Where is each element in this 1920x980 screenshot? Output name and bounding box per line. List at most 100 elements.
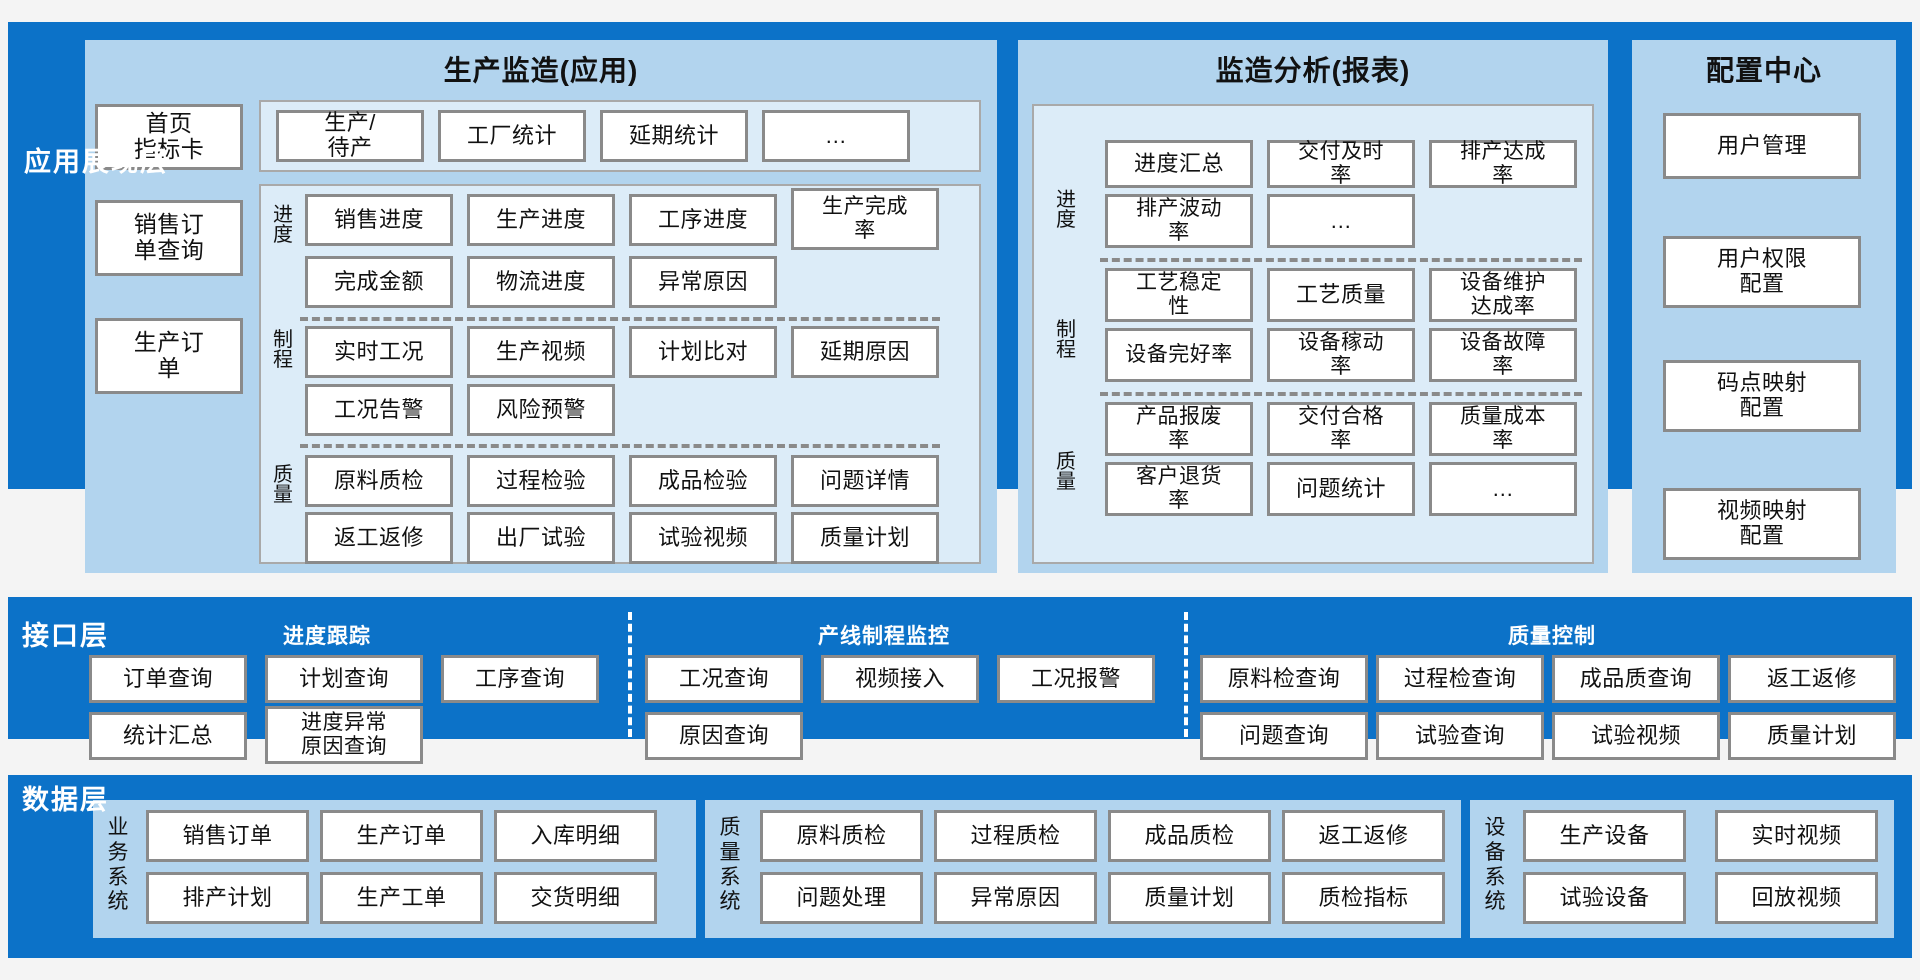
- card-rework-repair-itf[interactable]: 返工返修: [1728, 655, 1896, 703]
- card-more-quality[interactable]: …: [1429, 462, 1577, 516]
- card-process-quality[interactable]: 工艺质量: [1267, 268, 1415, 322]
- card-progress-summary[interactable]: 进度汇总: [1105, 140, 1253, 188]
- card-process-query[interactable]: 工序查询: [441, 655, 599, 703]
- card-abnormal-reason[interactable]: 异常原因: [629, 256, 777, 308]
- card-rework-repair[interactable]: 返工返修: [305, 512, 453, 564]
- card-production-progress[interactable]: 生产进度: [467, 194, 615, 246]
- card-production-order-data[interactable]: 生产订单: [320, 810, 483, 862]
- card-video-mapping-config[interactable]: 视频映射 配置: [1663, 488, 1861, 560]
- card-progress-abnormal-reason-query[interactable]: 进度异常 原因查询: [265, 706, 423, 764]
- card-production-video[interactable]: 生产视频: [467, 326, 615, 378]
- card-work-order[interactable]: 生产工单: [320, 872, 483, 924]
- card-delay-reason[interactable]: 延期原因: [791, 326, 939, 378]
- card-finished-quality-query[interactable]: 成品质查询: [1552, 655, 1720, 703]
- card-maintenance-achievement-rate[interactable]: 设备维护 达成率: [1429, 268, 1577, 322]
- section-label-quality: 质 量: [273, 464, 293, 507]
- group-divider: [1184, 612, 1188, 737]
- card-factory-test[interactable]: 出厂试验: [467, 512, 615, 564]
- card-product-scrap-rate[interactable]: 产品报废 率: [1105, 402, 1253, 456]
- card-video-access[interactable]: 视频接入: [821, 655, 979, 703]
- card-process-progress[interactable]: 工序进度: [629, 194, 777, 246]
- group-title-quality-control: 质量控制: [1508, 625, 1596, 648]
- card-issue-statistics[interactable]: 问题统计: [1267, 462, 1415, 516]
- layer-label-interface: 接口层: [22, 621, 109, 651]
- card-sales-order[interactable]: 销售订单: [146, 810, 309, 862]
- card-material-inspection-query[interactable]: 原料检查询: [1200, 655, 1368, 703]
- card-more-progress[interactable]: …: [1267, 194, 1415, 248]
- card-customer-return-rate[interactable]: 客户退货 率: [1105, 462, 1253, 516]
- card-quality-plan[interactable]: 质量计划: [791, 512, 939, 564]
- card-test-equipment[interactable]: 试验设备: [1523, 872, 1686, 924]
- section-divider: [300, 444, 940, 448]
- card-completed-amount[interactable]: 完成金额: [305, 256, 453, 308]
- card-condition-alarm-itf[interactable]: 工况报警: [997, 655, 1155, 703]
- card-process-qc[interactable]: 过程质检: [934, 810, 1097, 862]
- card-playback-video[interactable]: 回放视频: [1715, 872, 1878, 924]
- nav-card-sales-order-query[interactable]: 销售订 单查询: [95, 200, 243, 276]
- card-production-schedule[interactable]: 排产计划: [146, 872, 309, 924]
- config-panel-title: 配置中心: [1705, 55, 1822, 86]
- card-rework-repair-data[interactable]: 返工返修: [1282, 810, 1445, 862]
- card-delay-stats[interactable]: 延期统计: [600, 110, 748, 162]
- card-schedule-achievement-rate[interactable]: 排产达成 率: [1429, 140, 1577, 188]
- group-divider: [628, 612, 632, 737]
- card-ontime-delivery-rate[interactable]: 交付及时 率: [1267, 140, 1415, 188]
- card-quality-plan-itf[interactable]: 质量计划: [1728, 712, 1896, 760]
- nav-card-production-order[interactable]: 生产订 单: [95, 318, 243, 394]
- card-issue-handling[interactable]: 问题处理: [760, 872, 923, 924]
- card-statistics-summary[interactable]: 统计汇总: [89, 712, 247, 760]
- analysis-label-process: 制 程: [1056, 319, 1076, 362]
- card-plan-query[interactable]: 计划查询: [265, 655, 423, 703]
- layer-label-application: 应用展现层: [24, 147, 169, 177]
- card-factory-stats[interactable]: 工厂统计: [438, 110, 586, 162]
- card-user-management[interactable]: 用户管理: [1663, 113, 1861, 179]
- card-plan-comparison[interactable]: 计划比对: [629, 326, 777, 378]
- card-realtime-video[interactable]: 实时视频: [1715, 810, 1878, 862]
- card-logistics-progress[interactable]: 物流进度: [467, 256, 615, 308]
- card-production-equipment[interactable]: 生产设备: [1523, 810, 1686, 862]
- card-test-video-itf[interactable]: 试验视频: [1552, 712, 1720, 760]
- card-user-permission-config[interactable]: 用户权限 配置: [1663, 236, 1861, 308]
- card-sales-progress[interactable]: 销售进度: [305, 194, 453, 246]
- card-delivery-detail[interactable]: 交货明细: [494, 872, 657, 924]
- card-process-inspection[interactable]: 过程检验: [467, 455, 615, 507]
- card-condition-query[interactable]: 工况查询: [645, 655, 803, 703]
- card-abnormal-reason-data[interactable]: 异常原因: [934, 872, 1097, 924]
- card-quality-cost-rate[interactable]: 质量成本 率: [1429, 402, 1577, 456]
- card-schedule-fluctuation-rate[interactable]: 排产波动 率: [1105, 194, 1253, 248]
- card-material-qc[interactable]: 原料质检: [760, 810, 923, 862]
- card-condition-alarm[interactable]: 工况告警: [305, 384, 453, 436]
- section-divider: [1100, 392, 1582, 396]
- card-code-point-mapping-config[interactable]: 码点映射 配置: [1663, 360, 1861, 432]
- card-quality-indicator[interactable]: 质检指标: [1282, 872, 1445, 924]
- card-process-inspection-query[interactable]: 过程检查询: [1376, 655, 1544, 703]
- card-issue-query[interactable]: 问题查询: [1200, 712, 1368, 760]
- card-realtime-condition[interactable]: 实时工况: [305, 326, 453, 378]
- card-issue-detail[interactable]: 问题详情: [791, 455, 939, 507]
- card-finished-inspection[interactable]: 成品检验: [629, 455, 777, 507]
- card-finished-qc[interactable]: 成品质检: [1108, 810, 1271, 862]
- nav-card-home-kpi[interactable]: 首页 指标卡: [95, 104, 243, 170]
- card-equipment-utilization-rate[interactable]: 设备稼动 率: [1267, 328, 1415, 382]
- card-risk-warning[interactable]: 风险预警: [467, 384, 615, 436]
- quality-system-label: 质 量 系 统: [719, 816, 741, 914]
- card-test-video[interactable]: 试验视频: [629, 512, 777, 564]
- section-label-progress: 进 度: [273, 204, 293, 247]
- card-order-query[interactable]: 订单查询: [89, 655, 247, 703]
- card-inbound-detail[interactable]: 入库明细: [494, 810, 657, 862]
- card-process-stability[interactable]: 工艺稳定 性: [1105, 268, 1253, 322]
- card-production-completion-rate[interactable]: 生产完成 率: [791, 188, 939, 250]
- card-material-inspection[interactable]: 原料质检: [305, 455, 453, 507]
- card-test-query[interactable]: 试验查询: [1376, 712, 1544, 760]
- card-equipment-failure-rate[interactable]: 设备故障 率: [1429, 328, 1577, 382]
- group-title-line-process-monitor: 产线制程监控: [818, 625, 950, 648]
- card-delivery-pass-rate[interactable]: 交付合格 率: [1267, 402, 1415, 456]
- analysis-label-progress: 进 度: [1056, 189, 1076, 232]
- group-title-progress-tracking: 进度跟踪: [283, 625, 371, 648]
- card-more-top[interactable]: …: [762, 110, 910, 162]
- card-produce-pending[interactable]: 生产/ 待产: [276, 110, 424, 162]
- card-equipment-integrity-rate[interactable]: 设备完好率: [1105, 328, 1253, 382]
- card-reason-query[interactable]: 原因查询: [645, 712, 803, 760]
- card-quality-plan-data[interactable]: 质量计划: [1108, 872, 1271, 924]
